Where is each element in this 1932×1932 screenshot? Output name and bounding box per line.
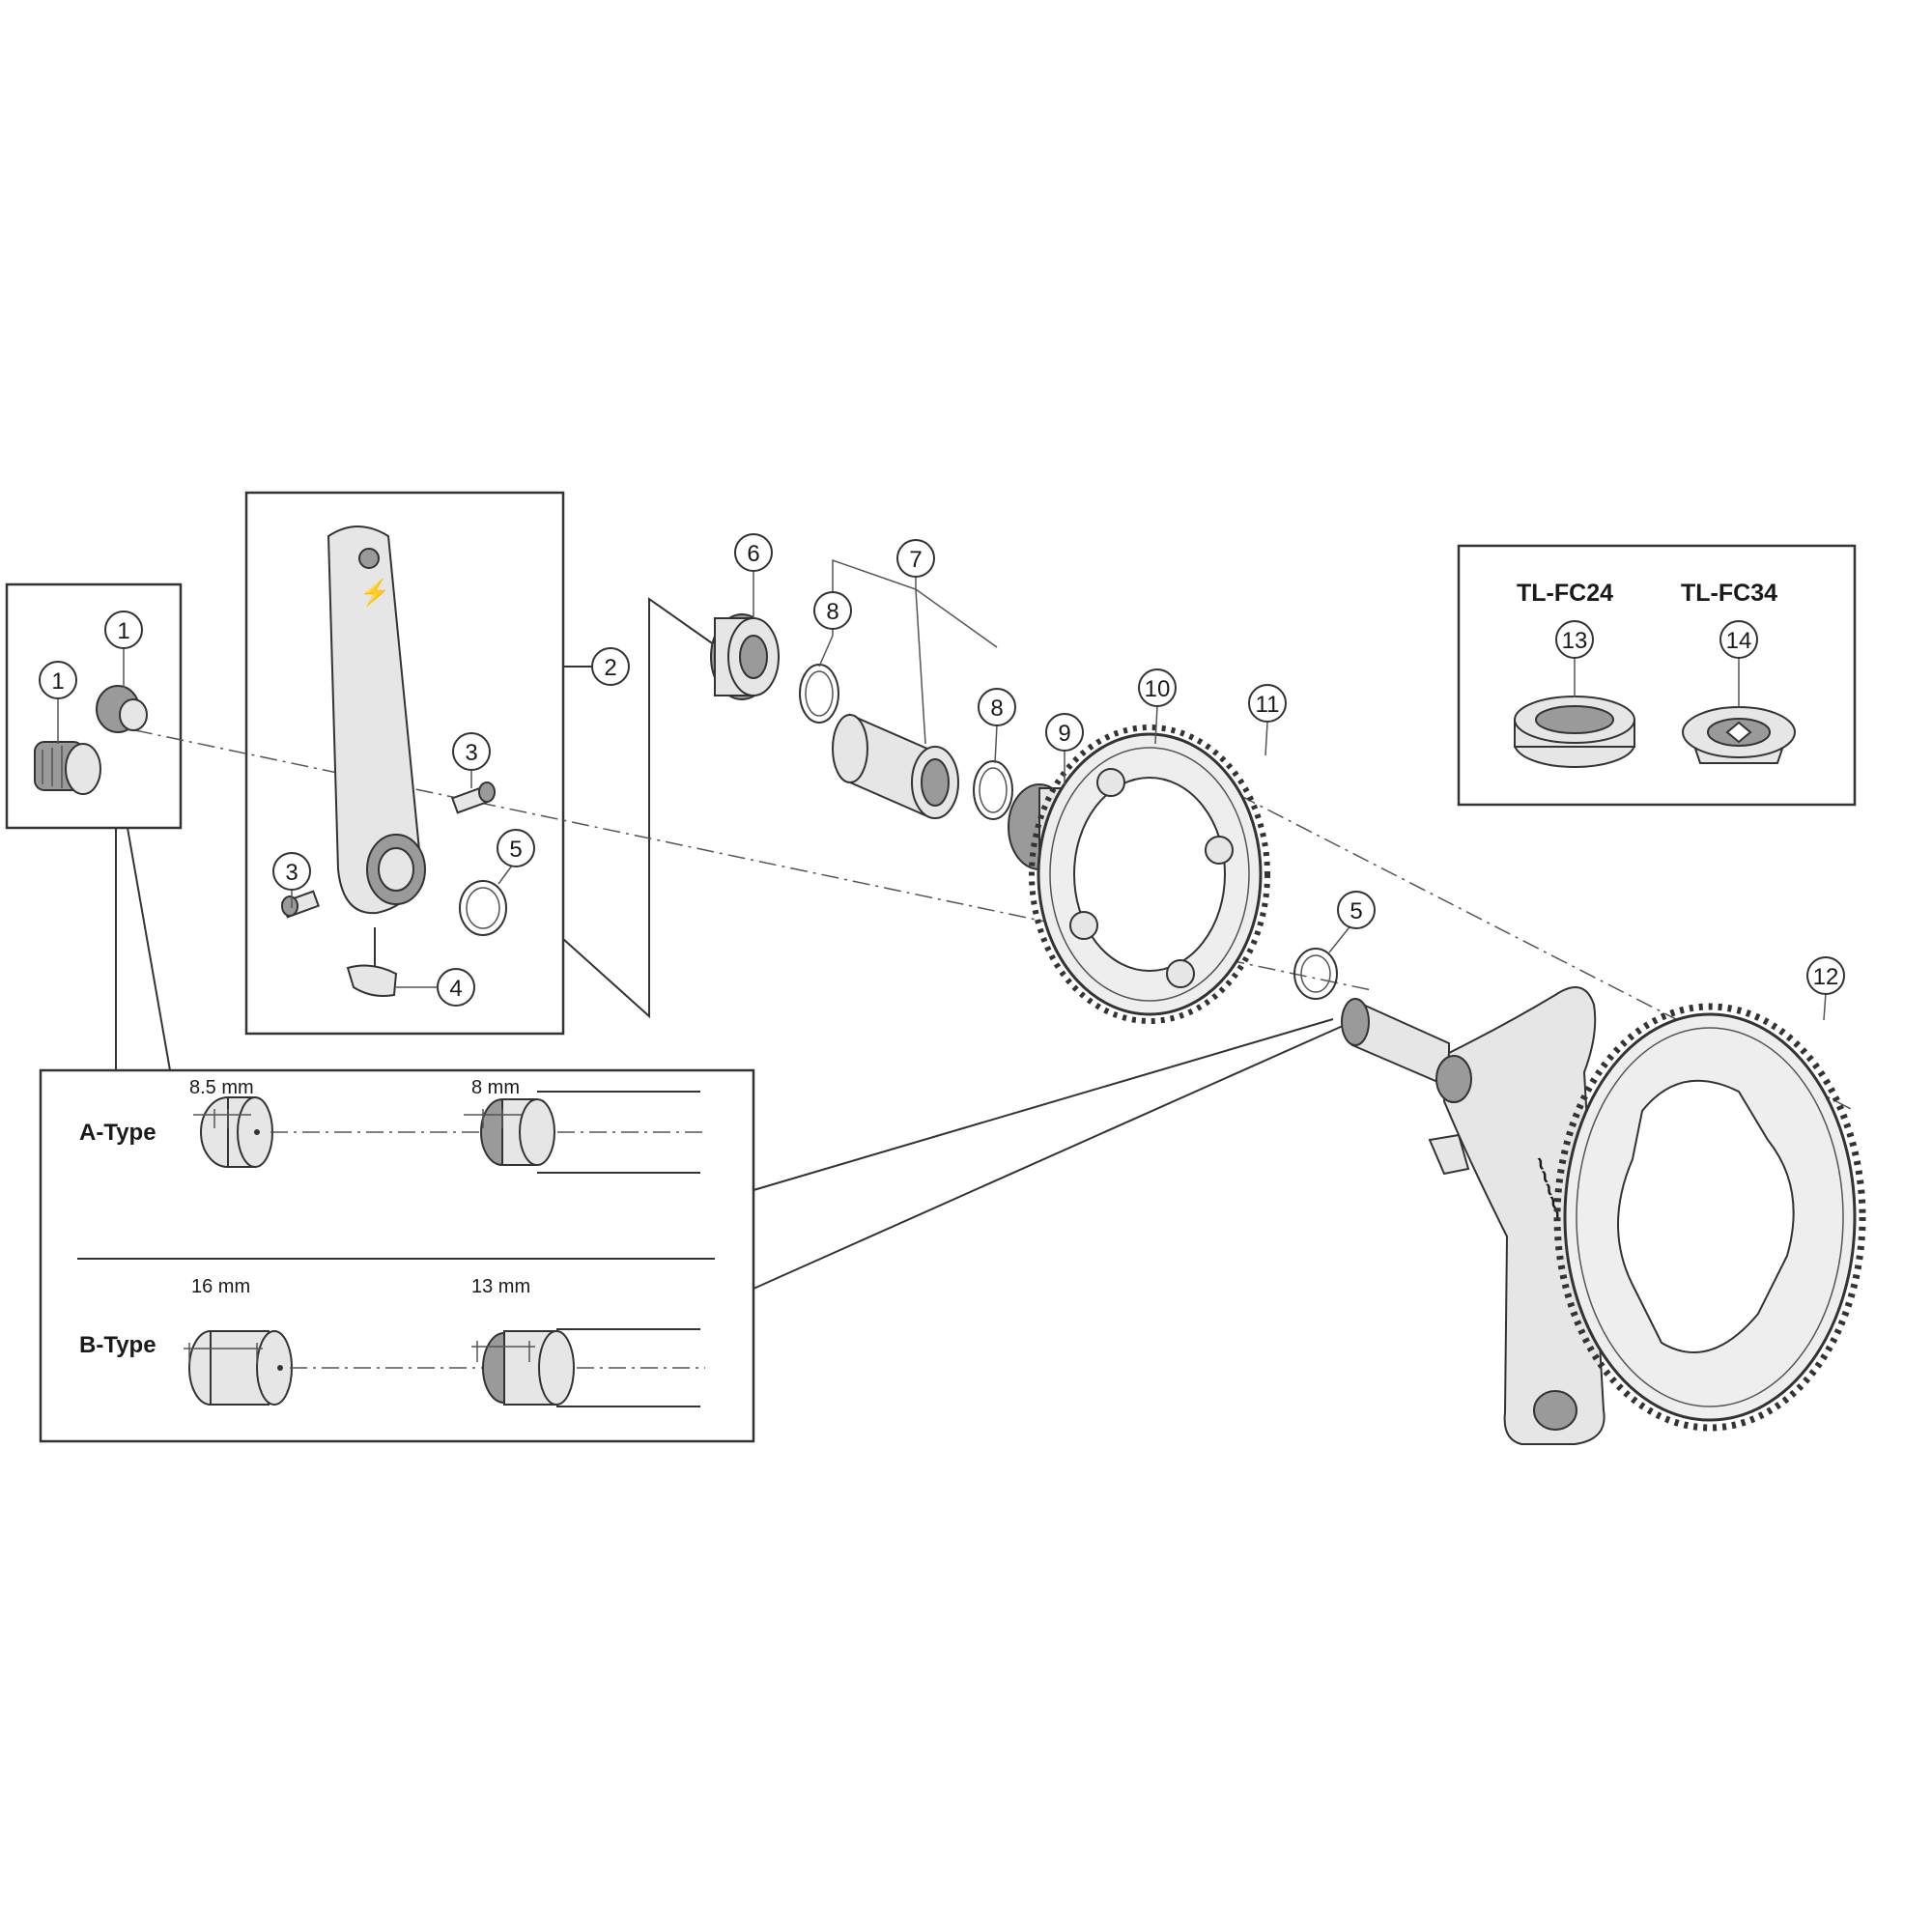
svg-text:4: 4 — [449, 976, 462, 1002]
leader-8b — [994, 724, 998, 764]
safety-plate — [346, 927, 398, 997]
b-type-dim-right-label: 13 mm — [471, 1276, 530, 1297]
svg-text:6: 6 — [747, 541, 759, 567]
connector-axle-b — [753, 1025, 1344, 1290]
tool-tl-fc24 — [1514, 696, 1635, 768]
svg-text:5: 5 — [509, 837, 522, 863]
callout-9: 9 — [1045, 713, 1084, 752]
left-crank-box — [244, 491, 565, 1036]
leader-5b — [1328, 923, 1353, 953]
callout-3b: 3 — [272, 852, 311, 891]
svg-text:8: 8 — [990, 696, 1003, 722]
svg-text:3: 3 — [285, 860, 298, 886]
left-crank-arm: ⚡ — [327, 526, 426, 915]
svg-text:2: 2 — [604, 655, 616, 681]
b-type-label: B-Type — [79, 1332, 156, 1358]
tool-box — [1457, 544, 1857, 807]
crank-cap-box — [5, 582, 183, 830]
callout-1b: 1 — [39, 661, 77, 699]
svg-text:11: 11 — [1256, 692, 1280, 718]
leader-11 — [1264, 722, 1268, 756]
spacer-right — [973, 760, 1013, 820]
leader-8a — [818, 562, 834, 668]
crank-cap-large — [34, 741, 101, 795]
callout-10: 10 — [1138, 668, 1177, 707]
chainring-small — [1029, 724, 1270, 1024]
leader-5a — [497, 865, 513, 885]
svg-text:8: 8 — [826, 599, 838, 625]
tool-label-2: TL-FC34 — [1681, 580, 1777, 607]
tool-tl-fc34 — [1682, 706, 1796, 764]
chainring-large — [1553, 1003, 1866, 1432]
crank-cap-small — [96, 685, 148, 733]
leader-10 — [1154, 704, 1158, 745]
svg-text:12: 12 — [1813, 964, 1839, 990]
callout-12: 12 — [1806, 956, 1845, 995]
axis-chainring — [1153, 751, 1856, 1112]
o-ring-right — [1293, 948, 1338, 1000]
b-type-dim-left-label: 16 mm — [191, 1276, 250, 1297]
crank-logo-glyph: ⚡ — [359, 578, 390, 608]
svg-text:1: 1 — [117, 618, 129, 644]
svg-text:14: 14 — [1726, 628, 1752, 654]
leader-7-to-sleeve — [915, 588, 926, 745]
b-type-dim-right — [471, 1341, 535, 1362]
o-ring-left — [459, 880, 507, 936]
svg-text:10: 10 — [1145, 676, 1171, 702]
tool-label-1: TL-FC24 — [1517, 580, 1613, 607]
bb-cup-left — [710, 613, 780, 700]
leader-12 — [1823, 992, 1827, 1021]
callout-5a: 5 — [497, 829, 535, 867]
bb-inner-sleeve — [832, 713, 959, 819]
b-type-dim-left — [184, 1343, 263, 1364]
svg-text:9: 9 — [1058, 721, 1070, 747]
a-type-dim-left — [193, 1109, 251, 1128]
callout-7: 7 — [896, 539, 935, 578]
crank-bolt-upper — [451, 781, 496, 814]
b-type-axle-end — [482, 1328, 700, 1407]
a-type-label: A-Type — [79, 1120, 156, 1146]
callout-4: 4 — [437, 968, 475, 1007]
callout-6: 6 — [734, 533, 773, 572]
callout-1a: 1 — [104, 611, 143, 649]
svg-text:7: 7 — [909, 547, 922, 573]
connector-crank-bb — [562, 597, 735, 1019]
callout-14: 14 — [1719, 620, 1758, 659]
callout-13: 13 — [1555, 620, 1594, 659]
callout-5b: 5 — [1337, 891, 1376, 929]
a-type-dim-left-label: 8.5 mm — [189, 1077, 254, 1098]
leader-7 — [832, 558, 998, 648]
b-type-cap-left — [188, 1330, 293, 1406]
svg-text:1: 1 — [51, 668, 64, 695]
callout-8a: 8 — [813, 591, 852, 630]
crank-bolt-lower — [281, 890, 320, 919]
a-type-dim-right — [464, 1109, 522, 1128]
callout-2: 2 — [591, 647, 630, 686]
type-detail-box — [39, 1068, 755, 1443]
callout-8b: 8 — [978, 688, 1016, 726]
a-type-cap-left — [200, 1096, 273, 1168]
connector-cap-right — [127, 827, 171, 1071]
right-crank-with-axle: ~~~~~ — [1341, 986, 1605, 1445]
callout-3a: 3 — [452, 732, 491, 771]
a-type-dim-right-label: 8 mm — [471, 1077, 520, 1098]
callout-11: 11 — [1248, 684, 1287, 723]
a-type-axle-end — [480, 1091, 700, 1174]
svg-text:13: 13 — [1562, 628, 1588, 654]
svg-text:3: 3 — [465, 740, 477, 766]
connector-axle-a — [753, 1018, 1334, 1191]
spacer-left — [799, 664, 839, 724]
svg-text:5: 5 — [1350, 898, 1362, 924]
